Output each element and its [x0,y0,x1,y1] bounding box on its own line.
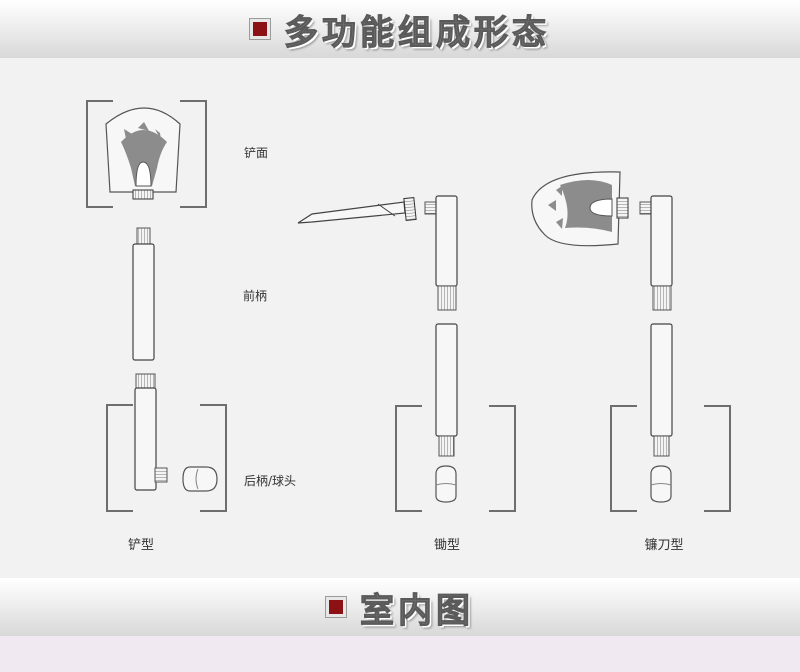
label-rear-handle: 后柄/球头 [244,474,297,488]
hoe-blade [297,196,417,224]
hoe-bracket-right [489,405,516,512]
rear-bracket-right [200,404,227,512]
caption-shovel-mode: 铲型 [127,538,155,553]
blade-bracket-right [180,100,207,208]
rear-handle [134,373,168,491]
sickle-blade [531,171,629,247]
hoe-front-handle [424,195,458,311]
footer-strip [0,636,800,672]
footer-title-row: 室内图 [0,578,800,636]
hoe-bracket-left [395,405,422,512]
square-bullet-icon [250,19,270,39]
square-bullet-icon [326,597,346,617]
header-title-row: 多功能组成形态 [0,0,800,58]
sickle-rear-handle [650,323,673,457]
label-blade: 铲面 [244,146,269,160]
sickle-bracket-right [704,405,731,512]
sickle-front-handle [639,195,673,311]
blade-bracket-left [86,100,113,208]
sickle-ball-head [650,465,672,503]
front-handle [132,227,155,361]
label-front-handle: 前柄 [243,289,268,303]
header-band: 多功能组成形态 [0,0,800,58]
hoe-rear-handle [435,323,458,457]
hoe-mode-group [297,195,516,512]
shovel-blade [105,107,181,200]
caption-hoe-mode: 锄型 [433,538,461,553]
ball-head [182,466,218,492]
shovel-mode-group [86,100,227,512]
sickle-bracket-left [610,405,637,512]
section-title: 室内图 [360,590,474,631]
sickle-mode-group [531,171,731,512]
caption-sickle-mode: 镰刀型 [644,538,684,553]
rear-bracket-left [106,404,133,512]
hoe-ball-head [435,465,457,503]
page-title: 多功能组成形态 [284,12,550,53]
footer-band: 室内图 [0,578,800,636]
